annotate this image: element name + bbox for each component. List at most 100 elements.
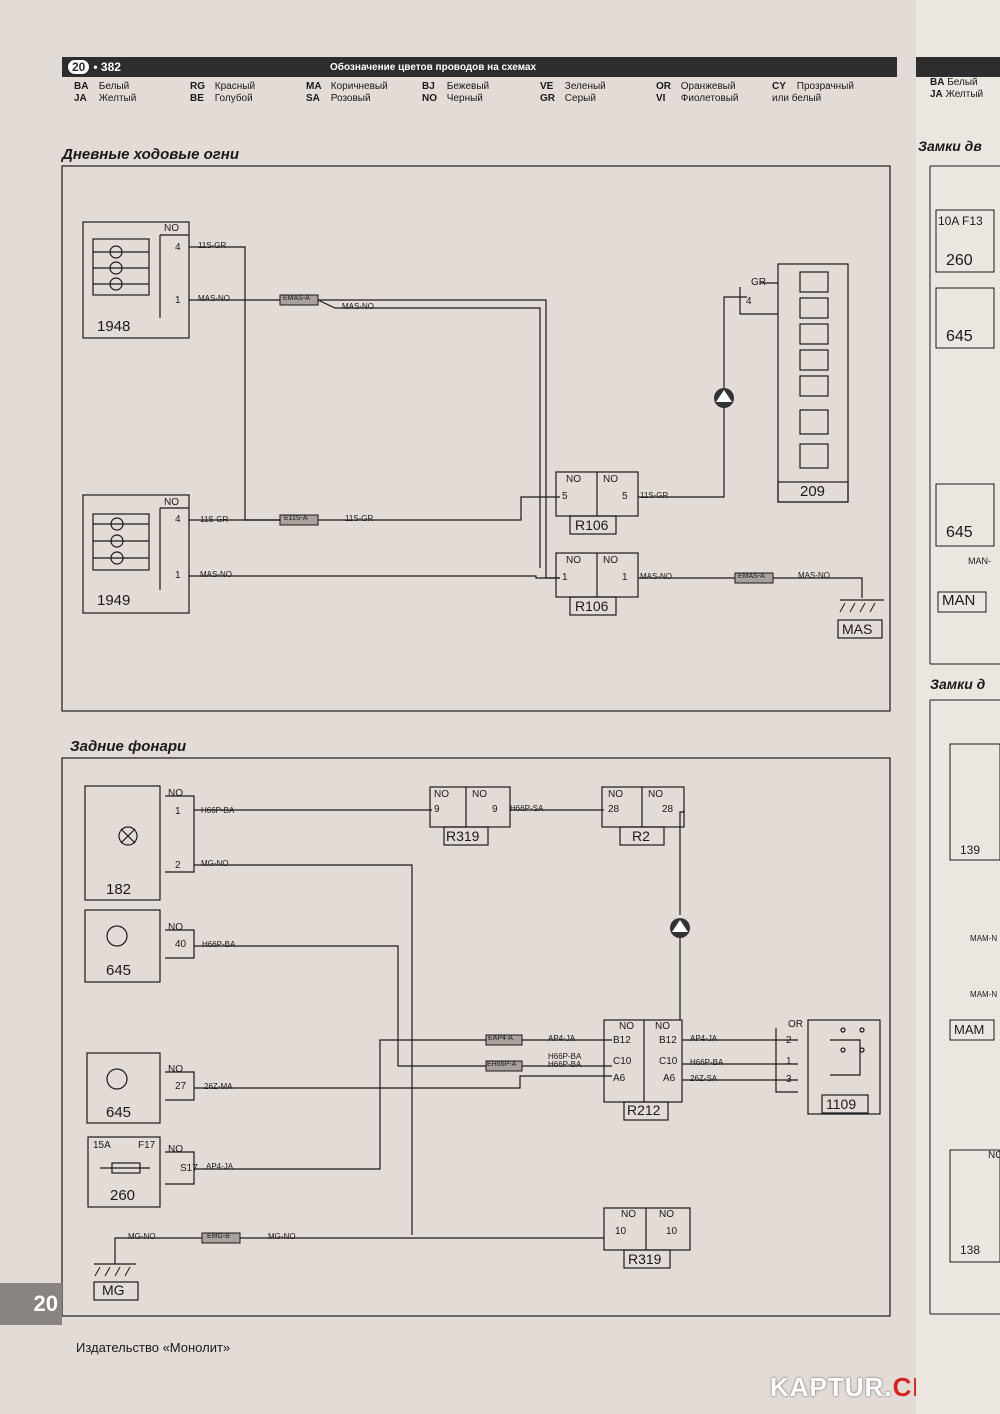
c1109-label-box bbox=[821, 1094, 869, 1114]
component-1949-box bbox=[82, 494, 190, 614]
module-icon bbox=[106, 1068, 128, 1090]
pin-40: 40 bbox=[175, 939, 187, 950]
pin-no: NO bbox=[434, 789, 449, 800]
legend-entry: JA Желтый bbox=[74, 93, 136, 105]
publisher-footer: Издательство «Монолит» bbox=[76, 1340, 231, 1355]
component-1948-label: 1948 bbox=[97, 318, 131, 335]
r2-label-box bbox=[619, 826, 665, 846]
pin-9: 9 bbox=[434, 804, 440, 815]
legend-color-name: Зеленый bbox=[564, 81, 606, 92]
pin-a6: A6 bbox=[613, 1073, 626, 1084]
pin-3: 3 bbox=[786, 1074, 792, 1085]
wire-label: MG-NO bbox=[268, 1232, 296, 1241]
legend-code: NO bbox=[422, 93, 437, 104]
adjacent-645a: 645 bbox=[946, 328, 973, 345]
wire-label: MAS-NO bbox=[640, 572, 672, 581]
pin-no: NO bbox=[603, 555, 618, 566]
pin-no: NO bbox=[168, 1144, 183, 1155]
r212-label-box bbox=[623, 1101, 669, 1121]
pin-27: 27 bbox=[175, 1081, 187, 1092]
wire-label: H66P-BA bbox=[548, 1052, 582, 1061]
legend-code: VI bbox=[656, 93, 666, 104]
chapter-side-tab: 20 bbox=[0, 1283, 62, 1325]
wire-label: MG-NO bbox=[128, 1232, 156, 1241]
pin-1: 1 bbox=[562, 572, 568, 583]
connector-r2-label: R2 bbox=[632, 828, 650, 844]
wire-label: 11S-GR bbox=[200, 515, 229, 524]
splice-label: EH66P-A bbox=[487, 1061, 517, 1068]
component-1109-box bbox=[807, 1019, 881, 1115]
pin-28: 28 bbox=[608, 804, 620, 815]
component-209-box bbox=[777, 263, 849, 503]
legend-entry: BA Белый bbox=[74, 81, 129, 93]
connector-r106-upper-label: R106 bbox=[575, 517, 609, 533]
pin-no: NO bbox=[655, 1021, 670, 1032]
adjacent-139: 139 bbox=[960, 843, 981, 857]
pin-c10: C10 bbox=[613, 1056, 632, 1067]
r106-upper-label-box bbox=[569, 515, 617, 535]
fuse-id: F17 bbox=[138, 1140, 156, 1151]
wire-label: H66P-BA bbox=[202, 940, 236, 949]
legend-code: VE bbox=[540, 81, 554, 92]
legend-code: BE bbox=[190, 93, 204, 104]
pin-no: NO bbox=[648, 789, 663, 800]
component-182-label: 182 bbox=[106, 881, 132, 898]
legend-color-name: Оранжевый bbox=[680, 81, 736, 92]
wire-label: H66P-BA bbox=[548, 1060, 582, 1069]
pin-no: NO bbox=[619, 1021, 634, 1032]
adjacent-man: MAN bbox=[942, 592, 976, 609]
legend-entry: CY Прозрачный или белый bbox=[772, 81, 872, 105]
legend-entry: NO Черный bbox=[422, 93, 483, 105]
legend-code: BA bbox=[74, 81, 89, 92]
component-209-label: 209 bbox=[800, 483, 826, 500]
legend-color-name: Черный bbox=[446, 93, 483, 104]
wire-label: H66P-BA bbox=[201, 806, 235, 815]
component-1949-label: 1949 bbox=[97, 592, 131, 609]
pin-4: 4 bbox=[175, 242, 181, 253]
legend-code: OR bbox=[656, 81, 671, 92]
pin-c10: C10 bbox=[659, 1056, 678, 1067]
adjacent-diagram bbox=[929, 165, 1000, 1315]
frame-taillights bbox=[61, 757, 891, 1317]
legend-color-name: Голубой bbox=[214, 93, 253, 104]
legend-color-name: Желтый bbox=[98, 93, 137, 104]
component-260-box bbox=[87, 1136, 161, 1208]
wire-label: AP4-JA bbox=[548, 1034, 576, 1043]
pin-1: 1 bbox=[175, 570, 181, 581]
component-1948-box bbox=[82, 221, 190, 339]
header-bar bbox=[62, 57, 897, 77]
pin-4: 4 bbox=[746, 296, 752, 307]
adjacent-mam-wire-b: MAM-N bbox=[970, 990, 998, 999]
page-num-text: • 382 bbox=[93, 60, 121, 74]
legend-code: MA bbox=[306, 81, 322, 92]
component-645b-box bbox=[86, 1052, 161, 1124]
watermark-kaptur: KAPTUR. bbox=[770, 1372, 893, 1402]
wire-label: MAS-NO bbox=[198, 294, 230, 303]
splice-eh66p-a bbox=[485, 1060, 523, 1072]
pin-10: 10 bbox=[666, 1226, 678, 1237]
legend-entry: BE Голубой bbox=[190, 93, 253, 105]
legend-entry: SA Розовый bbox=[306, 93, 371, 105]
splice-emas-a-top bbox=[279, 294, 319, 306]
adjacent-man-wire: MAN- bbox=[968, 556, 991, 566]
module-icon bbox=[106, 925, 128, 947]
component-645a-box bbox=[84, 909, 161, 983]
legend-code: GR bbox=[540, 93, 555, 104]
adjacent-legend-ba: BA Белый bbox=[930, 77, 978, 88]
pin-no: NO bbox=[659, 1209, 674, 1220]
adjacent-header-bar bbox=[916, 57, 1000, 77]
r106-lower-label-box bbox=[569, 596, 617, 616]
header-title: Обозначение цветов проводов на схемах bbox=[330, 62, 537, 73]
pin-2: 2 bbox=[175, 860, 181, 871]
pin-10: 10 bbox=[615, 1226, 627, 1237]
pin-2: 2 bbox=[786, 1035, 792, 1046]
wire-label: 11S-GR bbox=[198, 241, 227, 250]
pin-b12: B12 bbox=[659, 1035, 677, 1046]
component-1109-label: 1109 bbox=[826, 1096, 857, 1112]
component-645b-label: 645 bbox=[106, 1104, 132, 1121]
legend-entry: GR Серый bbox=[540, 93, 596, 105]
connector-reference-icon bbox=[670, 388, 734, 938]
wire-label: MAS-NO bbox=[342, 302, 374, 311]
